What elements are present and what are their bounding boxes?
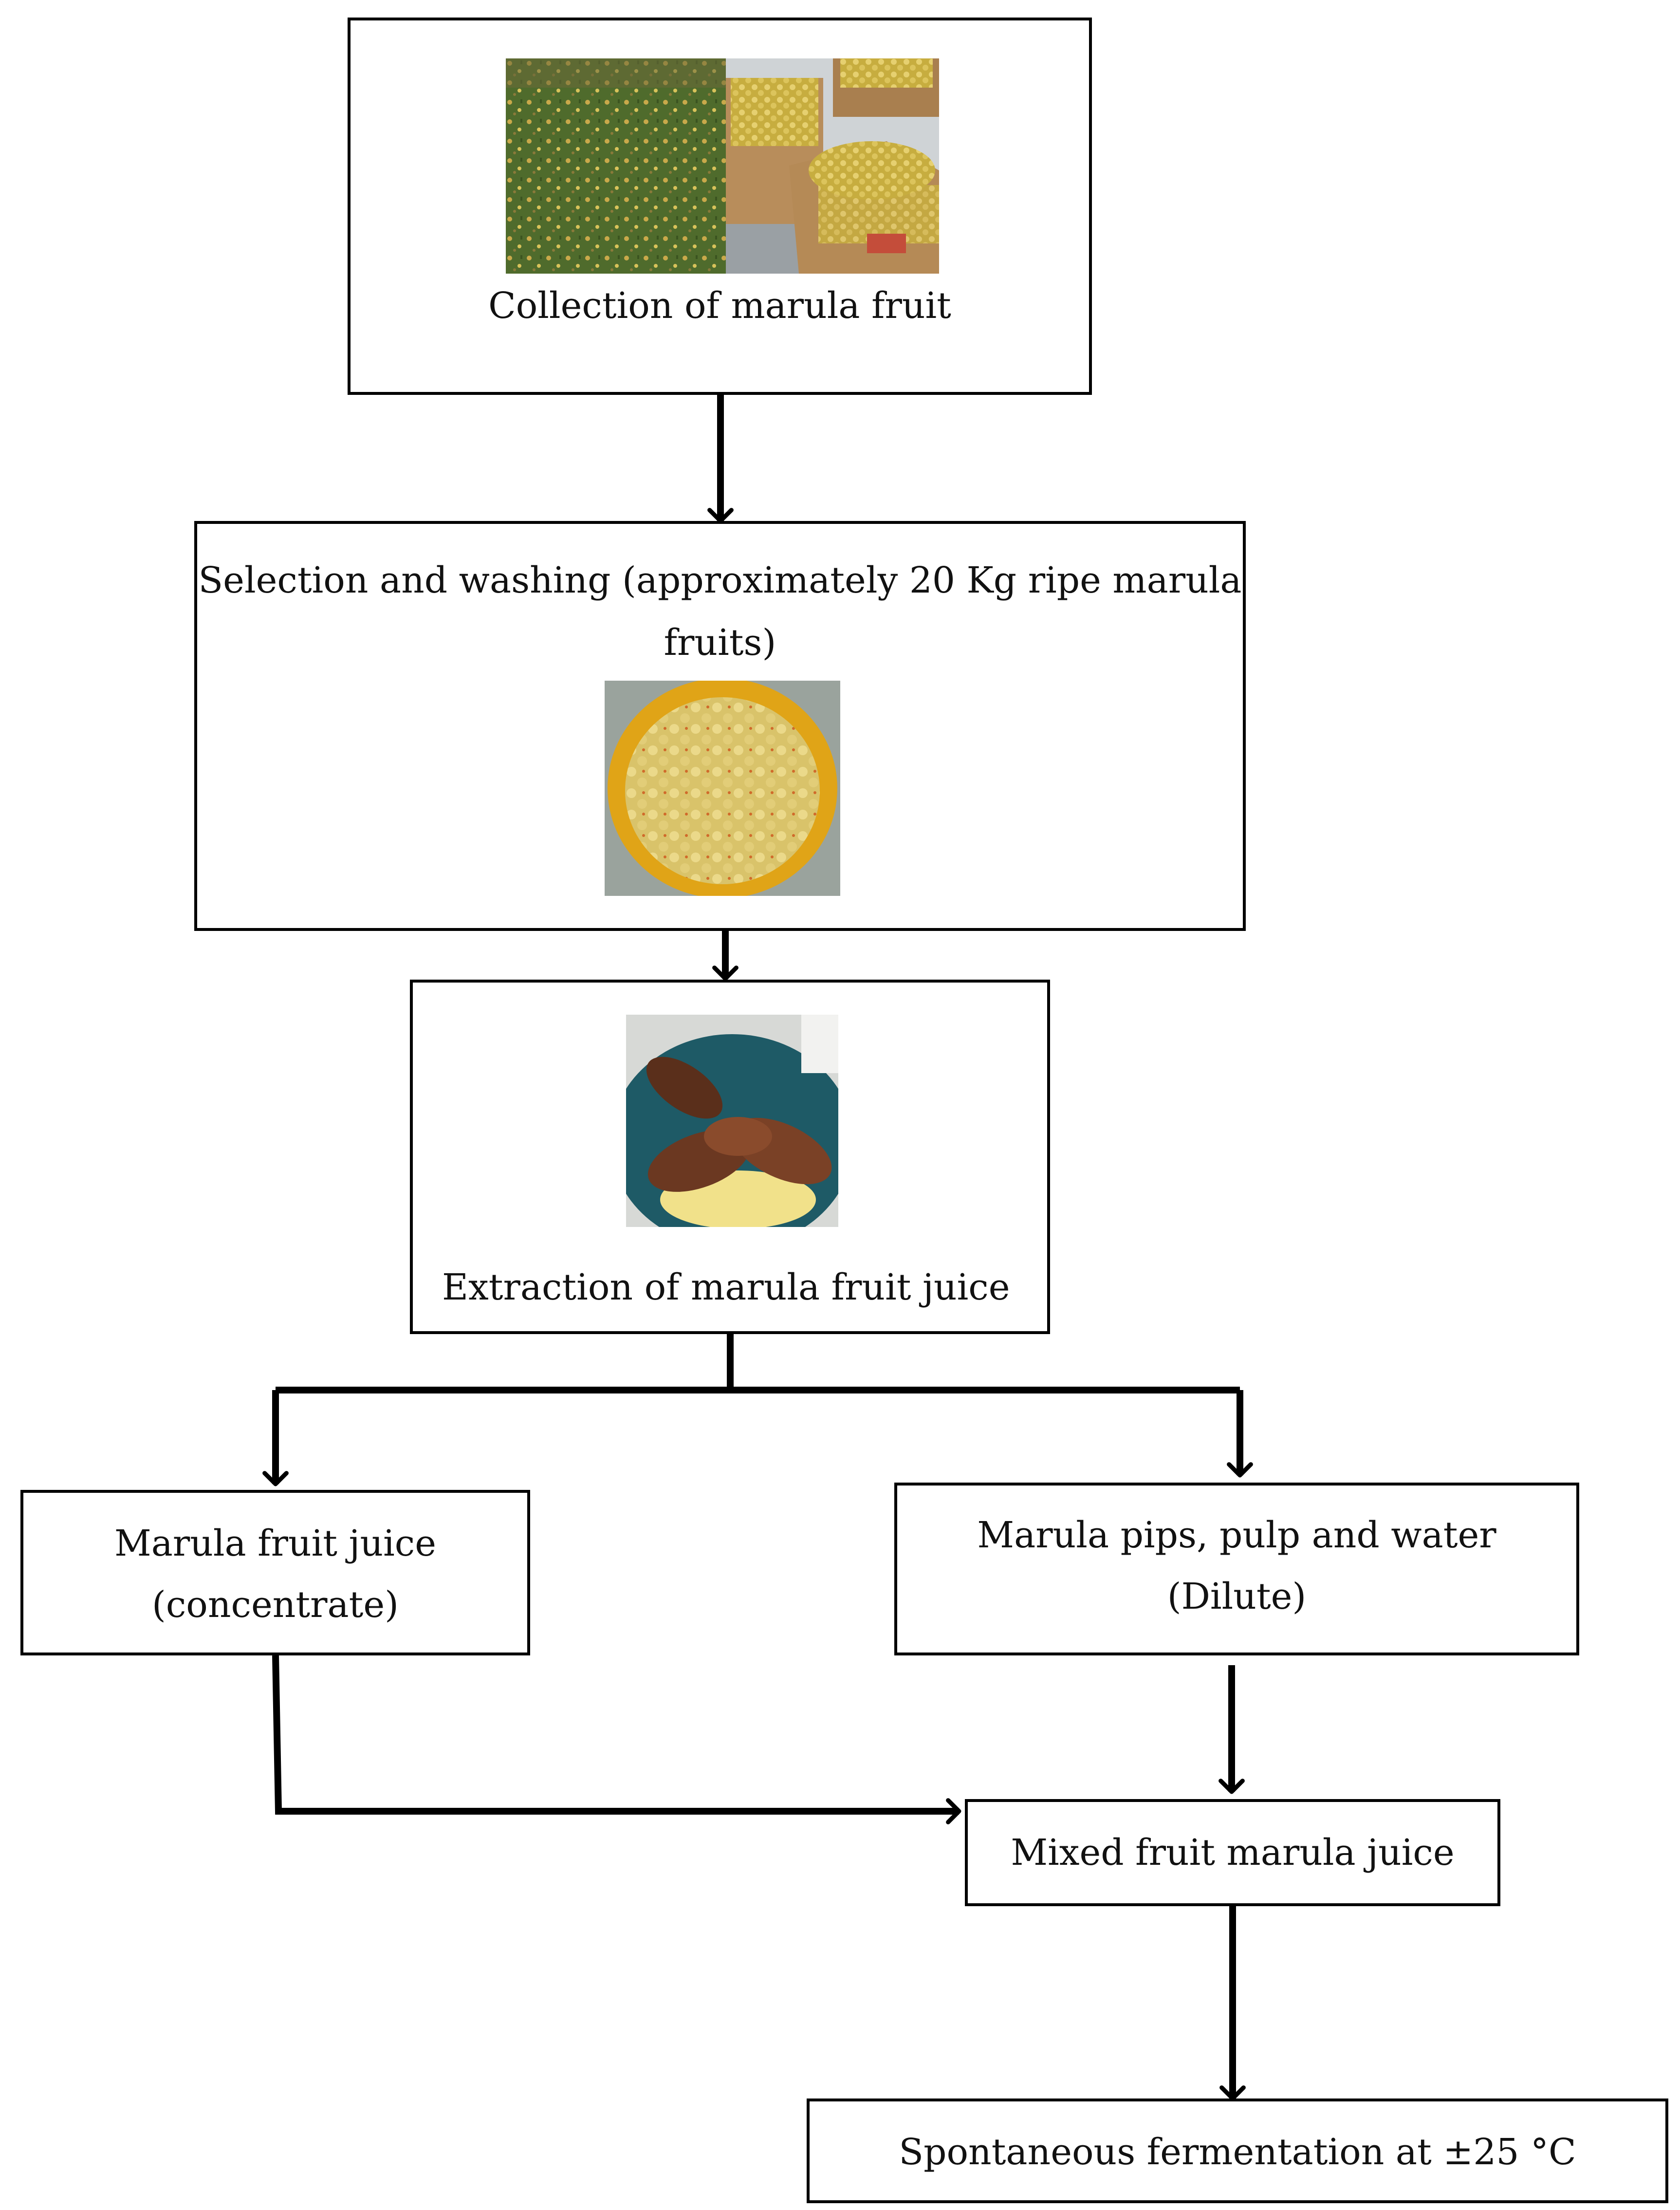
orchard-photo	[506, 58, 726, 274]
step-selection-label-line2: fruits)	[664, 622, 776, 664]
step-selection-box: Selection and washing (approximately 20 …	[194, 521, 1246, 931]
step-extraction-label: Extraction of marula fruit juice	[442, 1266, 1010, 1308]
step-dilute-box: Marula pips, pulp and water (Dilute)	[894, 1483, 1579, 1655]
boxes-photo	[726, 58, 939, 274]
step-dilute-label-line1: Marula pips, pulp and water	[977, 1514, 1496, 1556]
step-selection-label-line1: Selection and washing (approximately 20 …	[198, 559, 1242, 601]
step-extraction-box: Extraction of marula fruit juice	[410, 980, 1050, 1334]
step-mixed-box: Mixed fruit marula juice	[965, 1799, 1500, 1906]
step-fermentation-label: Spontaneous fermentation at ±25 °C	[899, 2131, 1576, 2173]
hands-photo	[626, 1015, 838, 1227]
step-fermentation-box: Spontaneous fermentation at ±25 °C	[807, 2099, 1668, 2203]
step-mixed-label: Mixed fruit marula juice	[1011, 1832, 1455, 1874]
arrow-concentrate-to-mixed	[272, 1655, 961, 1824]
step-collection-label: Collection of marula fruit	[488, 285, 951, 327]
bucket-photo	[605, 681, 840, 896]
step-concentrate-box: Marula fruit juice (concentrate)	[20, 1490, 530, 1655]
step-collection-box: Collection of marula fruit	[348, 18, 1092, 395]
step-dilute-label-line2: (Dilute)	[1167, 1576, 1307, 1617]
step-concentrate-label-line2: (concentrate)	[151, 1584, 399, 1626]
step-concentrate-label-line1: Marula fruit juice	[114, 1523, 437, 1564]
